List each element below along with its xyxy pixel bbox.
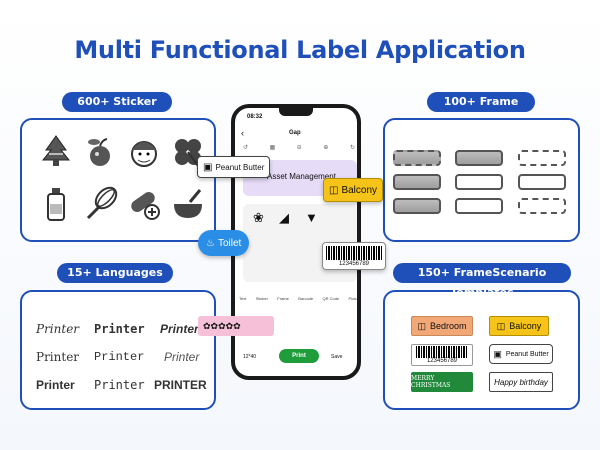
- frame-sample: [518, 150, 566, 166]
- mortar-icon: [168, 184, 208, 224]
- frame-sample: [393, 174, 441, 190]
- floating-balcony-label: ◫ Balcony: [323, 178, 384, 202]
- barcode-bars: [416, 346, 468, 358]
- frame-sample: [518, 174, 566, 190]
- template-balcony-label: Balcony: [509, 321, 542, 331]
- toolbar-icons: ↺ ▦ ⊖ ⊕ ↻: [243, 144, 355, 151]
- template-happy-birthday-label: Happy birthday: [494, 377, 548, 387]
- tab-picture[interactable]: Picture: [348, 296, 361, 301]
- undo-icon[interactable]: ↺: [243, 145, 249, 151]
- template-merry-christmas: MERRY CHRISTMAS: [411, 372, 473, 392]
- templates-card: ◫ Bedroom ◫ Balcony 123456789 ▣ Peanut B…: [383, 290, 580, 410]
- barcode-bars: [326, 245, 382, 260]
- template-barcode: 123456789: [411, 344, 473, 366]
- floating-balcony-text: Balcony: [341, 184, 378, 196]
- cheese-icon[interactable]: ◢: [279, 210, 289, 225]
- pizza-icon[interactable]: ▼: [305, 210, 318, 225]
- frame-card: [383, 118, 580, 242]
- template-bedroom: ◫ Bedroom: [411, 316, 473, 336]
- frame-sample: [518, 198, 566, 214]
- tab-text[interactable]: Text: [239, 296, 247, 301]
- page-title: Multi Functional Label Application: [74, 36, 526, 64]
- bed-icon: ◫: [417, 320, 426, 331]
- tab-qr-code[interactable]: QR Code: [322, 296, 340, 301]
- zoom-out-icon[interactable]: ⊖: [296, 145, 302, 151]
- frame-sample: [455, 198, 503, 214]
- zoom-in-icon[interactable]: ⊕: [323, 145, 329, 151]
- save-button[interactable]: Save: [331, 354, 343, 360]
- language-sample: Printer: [36, 378, 75, 392]
- asset-label-text: Asset Management: [267, 172, 336, 181]
- languages-card: Printer Printer Printer Printer Printer …: [20, 290, 216, 410]
- teddy-bear-icon[interactable]: ❀: [253, 210, 264, 225]
- floating-barcode-label: 123456789: [322, 242, 386, 270]
- floating-peanut-butter-text: Peanut Butter: [215, 162, 265, 172]
- apple-icon: [80, 132, 120, 172]
- language-sample: Printer: [94, 322, 145, 336]
- frame-sample: [393, 150, 441, 166]
- jar-icon: ▣: [493, 348, 502, 359]
- language-sample: Printer: [36, 350, 80, 364]
- tool-tabs: Text Sticker Frame Barcode QR Code Pictu…: [239, 296, 361, 301]
- languages-count-badge: 15+ Languages: [57, 263, 173, 283]
- language-sample: Printer: [36, 322, 80, 336]
- floating-kids-sticker-label: ✿✿✿✿✿: [198, 316, 274, 336]
- bottle-icon: [36, 184, 76, 224]
- size-selector[interactable]: 12*40: [243, 354, 257, 360]
- cartoon-sticker-icon: ✿✿✿✿✿: [203, 320, 241, 331]
- door-icon: ◫: [329, 184, 339, 196]
- tab-barcode[interactable]: Barcode: [298, 296, 314, 301]
- template-peanut-butter-label: Peanut Butter: [505, 350, 549, 358]
- template-peanut-butter: ▣ Peanut Butter: [489, 344, 553, 364]
- language-sample: Printer: [160, 322, 199, 336]
- sticker-count-badge: 600+ Sticker: [62, 92, 172, 112]
- floating-barcode-number: 123456789: [338, 260, 370, 267]
- language-sample: Printer: [164, 350, 200, 364]
- jar-icon: ▣: [203, 161, 213, 173]
- clover-icon: [168, 132, 208, 172]
- delete-icon[interactable]: ▦: [269, 145, 276, 151]
- phone-notch: [279, 108, 313, 116]
- back-icon[interactable]: ‹: [241, 128, 244, 138]
- template-barcode-number: 123456789: [426, 358, 458, 364]
- tab-frame[interactable]: Frame: [277, 296, 289, 301]
- christmas-tree-icon: [36, 132, 76, 172]
- floating-toilet-label: ♨ Toilet: [198, 230, 250, 256]
- language-sample: Printer: [94, 350, 145, 364]
- door-icon: ◫: [496, 320, 506, 331]
- template-balcony: ◫ Balcony: [489, 316, 549, 336]
- print-button[interactable]: Print: [279, 349, 319, 363]
- santa-icon: [124, 132, 164, 172]
- app-title: Gap: [289, 130, 301, 136]
- templates-count-badge: 150+ FrameScenario Templates: [393, 263, 571, 299]
- frame-sample: [455, 150, 503, 166]
- language-sample: PRINTER: [154, 378, 207, 392]
- template-happy-birthday: Happy birthday: [489, 372, 553, 392]
- whisk-icon: [80, 184, 120, 224]
- status-time: 08:32: [247, 114, 263, 120]
- floating-peanut-butter-label: ▣ Peanut Butter: [197, 156, 271, 178]
- frame-sample: [455, 174, 503, 190]
- template-bedroom-label: Bedroom: [429, 321, 467, 331]
- sticker-card: [20, 118, 216, 242]
- pill-icon: [124, 184, 164, 224]
- tab-sticker[interactable]: Sticker: [255, 296, 268, 301]
- template-merry-christmas-label: MERRY CHRISTMAS: [411, 375, 451, 389]
- frame-sample: [393, 198, 441, 214]
- floating-toilet-text: Toilet: [217, 237, 242, 249]
- bathtub-icon: ♨: [206, 237, 215, 249]
- language-sample: Printer: [94, 378, 145, 392]
- redo-icon[interactable]: ↻: [349, 145, 355, 151]
- frame-count-badge: 100+ Frame: [427, 92, 535, 112]
